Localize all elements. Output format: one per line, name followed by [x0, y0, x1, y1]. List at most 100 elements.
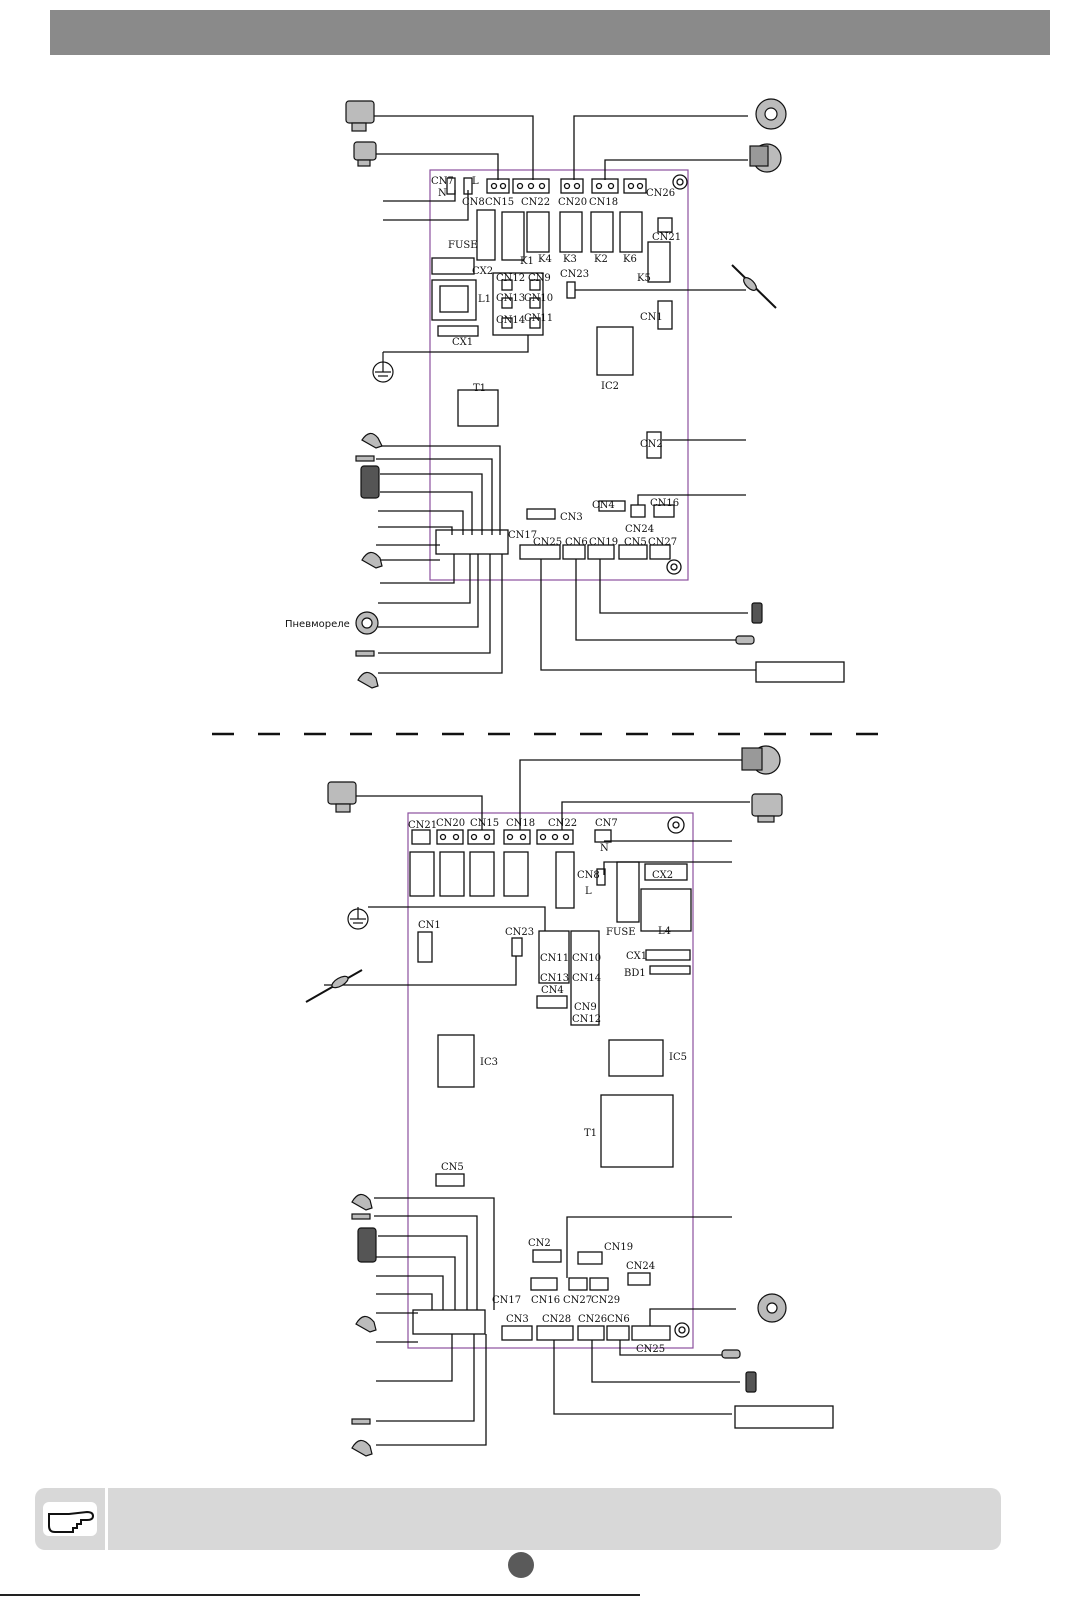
label-cn14: CN14: [572, 973, 601, 984]
ntc-sensor-icon: [735, 635, 755, 645]
ignition-electrode-icon: [355, 650, 375, 657]
label-cn10: CN10: [524, 293, 553, 304]
bottom-rule: [0, 1594, 640, 1596]
label-cn2: CN2: [640, 439, 663, 450]
label-cn12: CN12: [572, 1014, 601, 1025]
flame-sensor-icon: [357, 671, 379, 689]
label-l: L: [472, 176, 479, 187]
label-fuse: FUSE: [606, 927, 636, 938]
label-cn25: CN25: [533, 537, 562, 548]
gas-valve-icon: [360, 465, 380, 499]
label-cn19: CN19: [604, 1242, 633, 1253]
pressure-sensor-icon: [751, 602, 763, 624]
label-cn10: CN10: [572, 953, 601, 964]
label-cn2: CN2: [528, 1238, 551, 1249]
label-cn13: CN13: [496, 293, 525, 304]
label-cn1: CN1: [418, 920, 441, 931]
flame-sensor-icon: [351, 1439, 373, 1457]
label-cn6: CN6: [565, 537, 588, 548]
ignition-electrode-icon: [351, 1418, 371, 1425]
label-pressure-switch: Пневмореле: [285, 619, 350, 630]
label-cn13: CN13: [540, 973, 569, 984]
label-cn1: CN1: [640, 312, 663, 323]
flame-sensor-icon: [351, 1193, 373, 1211]
motorized-valve-icon: [345, 100, 375, 132]
label-l1: L1: [478, 294, 491, 305]
label-cn20: CN20: [436, 818, 465, 829]
label-cn26: CN26: [578, 1314, 607, 1325]
label-cn21: CN21: [652, 232, 681, 243]
board1-labels: CN7 N L CN8 CN15 CN22 CN20 CN18 CN26 FUS…: [285, 176, 681, 630]
label-cx2: CX2: [472, 266, 493, 277]
motorized-valve-icon: [751, 793, 783, 823]
motorized-valve-icon: [353, 141, 377, 167]
board2-labels: CN21 CN20 CN15 CN18 CN22 CN7 N CN8 L CX2…: [408, 818, 687, 1355]
label-cn9: CN9: [528, 273, 551, 284]
label-cn21: CN21: [408, 820, 437, 831]
label-ic3: IC3: [480, 1057, 498, 1068]
label-cn24: CN24: [625, 524, 654, 535]
note-icon-box: [35, 1488, 108, 1550]
label-t1: T1: [584, 1128, 597, 1139]
label-n: N: [438, 188, 447, 199]
label-cn4: CN4: [592, 500, 615, 511]
label-cn14: CN14: [496, 315, 525, 326]
pressure-switch-icon: [355, 611, 379, 635]
ntc-sensor-icon: [305, 969, 363, 1003]
fan-icon: [757, 1293, 787, 1323]
label-cn12: CN12: [496, 273, 525, 284]
label-ic5: IC5: [669, 1052, 687, 1063]
label-cx2: CX2: [652, 870, 673, 881]
label-cn5: CN5: [624, 537, 647, 548]
flame-sensor-icon: [355, 1315, 377, 1333]
label-cn20: CN20: [558, 197, 587, 208]
label-cn18: CN18: [589, 197, 618, 208]
label-cx1: CX1: [452, 337, 473, 348]
pressure-sensor-icon: [745, 1371, 757, 1393]
label-cn24: CN24: [626, 1261, 655, 1272]
label-cn19: CN19: [589, 537, 618, 548]
ground-icon: [372, 352, 394, 383]
label-fuse: FUSE: [448, 240, 478, 251]
note-bar: [35, 1488, 1001, 1550]
label-cn3: CN3: [560, 512, 583, 523]
board1-outline: [429, 169, 689, 581]
label-cn7: CN7: [595, 818, 618, 829]
label-cn29: CN29: [591, 1295, 620, 1306]
label-cn11: CN11: [524, 313, 553, 324]
label-cn15: CN15: [485, 197, 514, 208]
label-cn18: CN18: [506, 818, 535, 829]
ground-icon: [347, 907, 369, 930]
label-cn11: CN11: [540, 953, 569, 964]
label-cn8: CN8: [462, 197, 485, 208]
ntc-sensor-icon: [731, 264, 777, 309]
fan-icon: [755, 98, 787, 130]
page-number-dot: [508, 1552, 534, 1578]
label-l4: L4: [658, 926, 671, 937]
label-cn15: CN15: [470, 818, 499, 829]
flame-sensor-icon: [361, 432, 383, 449]
label-cn28: CN28: [542, 1314, 571, 1325]
label-n: N: [600, 843, 609, 854]
label-cx1: CX1: [626, 951, 647, 962]
label-k4: K4: [538, 254, 552, 265]
label-k5: K5: [637, 273, 651, 284]
pump-icon: [749, 143, 782, 173]
motorized-valve-icon: [327, 781, 357, 813]
label-cn16: CN16: [650, 498, 679, 509]
board2-outline: [407, 812, 694, 1349]
label-k2: K2: [594, 254, 608, 265]
label-k1: K1: [520, 256, 534, 267]
label-cn17: CN17: [508, 530, 537, 541]
label-cn27: CN27: [563, 1295, 592, 1306]
label-cn25: CN25: [636, 1344, 665, 1355]
label-cn23: CN23: [505, 927, 534, 938]
label-bd1: BD1: [624, 968, 646, 979]
label-cn4: CN4: [541, 985, 564, 996]
header-bar: [50, 10, 1050, 55]
ignition-electrode-icon: [351, 1213, 371, 1220]
pump-icon: [741, 745, 781, 775]
label-cn16: CN16: [531, 1295, 560, 1306]
label-l: L: [585, 886, 592, 897]
